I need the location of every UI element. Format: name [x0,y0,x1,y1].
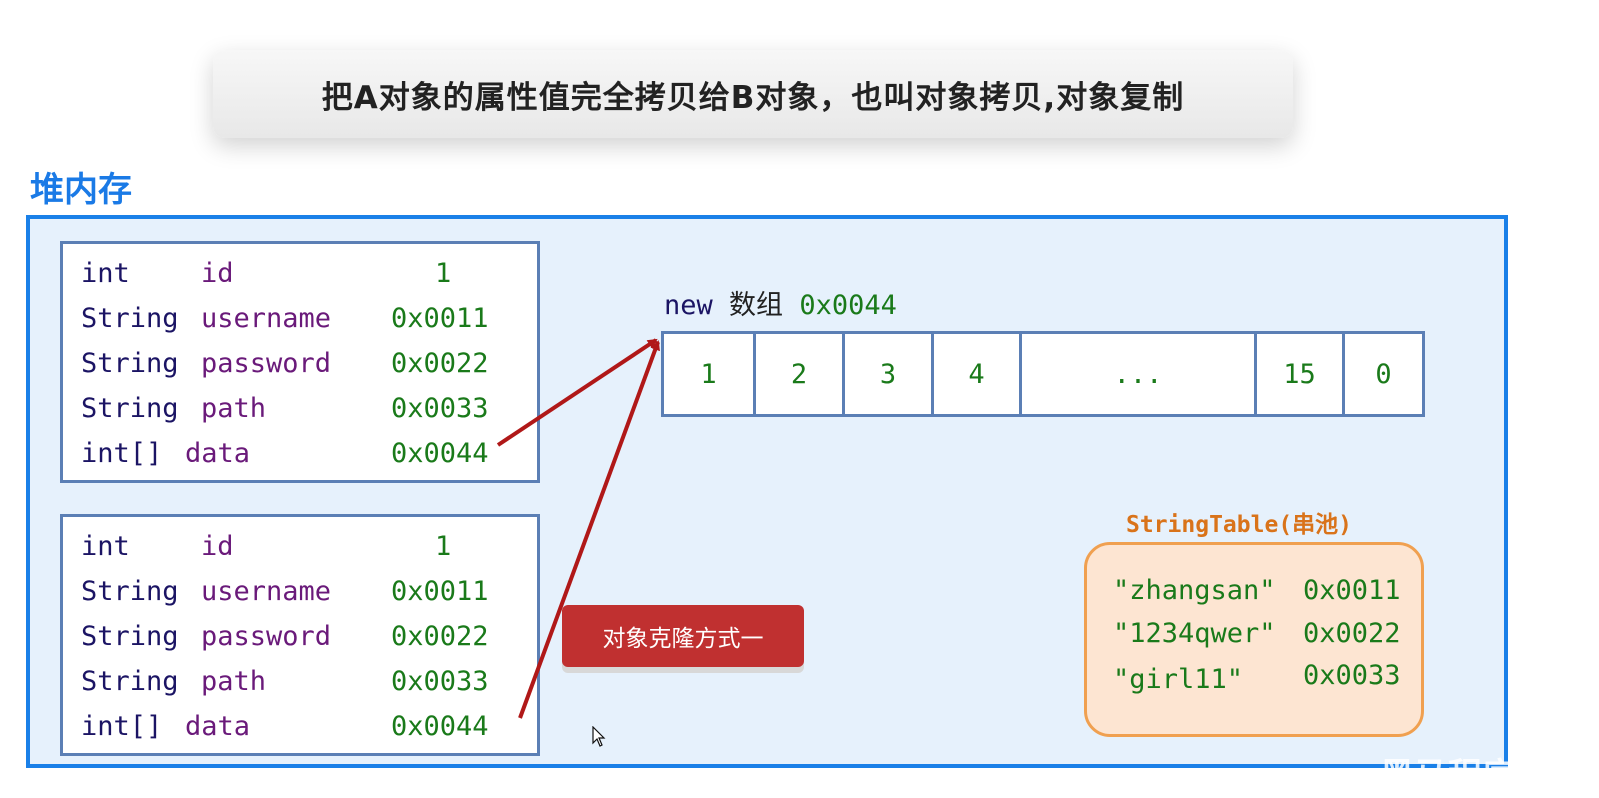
int-array: 1 2 3 4 ... 15 0 [661,331,1425,417]
string-table: "zhangsan" 0x0011 "1234qwer" 0x0022 "gir… [1084,542,1424,737]
field-row: int id 1 [81,258,521,292]
mouse-cursor-icon [592,726,606,747]
field-name: password [201,348,332,379]
field-value: 0x0011 [391,303,489,334]
string-address: 0x0033 [1303,660,1401,691]
clone-method-button[interactable]: 对象克隆方式一 [562,605,804,667]
field-type: int[] [81,711,163,742]
array-cell: 15 [1257,334,1345,414]
field-value: 0x0033 [391,666,489,697]
string-entry: "zhangsan" 0x0011 [1113,575,1413,609]
field-row: String password 0x0022 [81,621,521,655]
field-value: 1 [435,258,452,289]
string-literal: "girl11" [1113,664,1244,695]
array-cell: 3 [845,334,934,414]
field-row: int id 1 [81,531,521,565]
array-cell: 2 [756,334,845,414]
string-literal: "1234qwer" [1113,618,1276,649]
field-row: String path 0x0033 [81,666,521,700]
field-name: path [201,666,267,697]
array-cell: ... [1022,334,1257,414]
field-type: String [81,348,179,379]
field-type: String [81,621,179,652]
object-a: int id 1 String username 0x0011 String p… [60,241,540,483]
field-row: String username 0x0011 [81,576,521,610]
field-name: data [185,438,251,469]
field-name: password [201,621,332,652]
string-entry: "girl11" 0x0033 [1113,660,1413,698]
field-type: int [81,531,130,562]
string-table-title: StringTable(串池) [1126,512,1353,538]
field-name: data [185,711,251,742]
field-row: String path 0x0033 [81,393,521,427]
field-name: username [201,576,332,607]
field-name: id [201,258,234,289]
field-type: int[] [81,438,163,469]
array-cell: 1 [664,334,756,414]
field-row: String password 0x0022 [81,348,521,382]
field-type: String [81,576,179,607]
field-type: String [81,303,179,334]
field-value: 0x0022 [391,621,489,652]
watermark-logo: 黑马程序 [1380,756,1516,796]
title-banner: 把A对象的属性值完全拷贝给B对象，也叫对象拷贝,对象复制 [213,50,1293,138]
field-row: String username 0x0011 [81,303,521,337]
object-b: int id 1 String username 0x0011 String p… [60,514,540,756]
field-name: id [201,531,234,562]
title-text: 把A对象的属性值完全拷贝给B对象，也叫对象拷贝,对象复制 [321,79,1185,116]
array-label: new 数组 0x0044 [664,283,897,322]
field-type: int [81,258,130,289]
array-cell: 4 [934,334,1022,414]
field-row: int[] data 0x0044 [81,438,521,472]
array-label-text: 数组 [729,290,784,321]
heap-label: 堆内存 [30,170,132,210]
field-value: 0x0033 [391,393,489,424]
field-value: 0x0044 [391,711,489,742]
string-address: 0x0011 [1303,575,1401,606]
field-value: 1 [435,531,452,562]
field-name: path [201,393,267,424]
string-address: 0x0022 [1303,618,1401,649]
array-keyword: new [664,290,713,321]
field-value: 0x0044 [391,438,489,469]
array-address: 0x0044 [799,290,897,321]
string-entry: "1234qwer" 0x0022 [1113,618,1413,652]
field-type: String [81,666,179,697]
field-type: String [81,393,179,424]
field-name: username [201,303,332,334]
field-value: 0x0011 [391,576,489,607]
field-row: int[] data 0x0044 [81,711,521,745]
array-cell: 0 [1375,358,1392,390]
string-literal: "zhangsan" [1113,575,1276,606]
field-value: 0x0022 [391,348,489,379]
